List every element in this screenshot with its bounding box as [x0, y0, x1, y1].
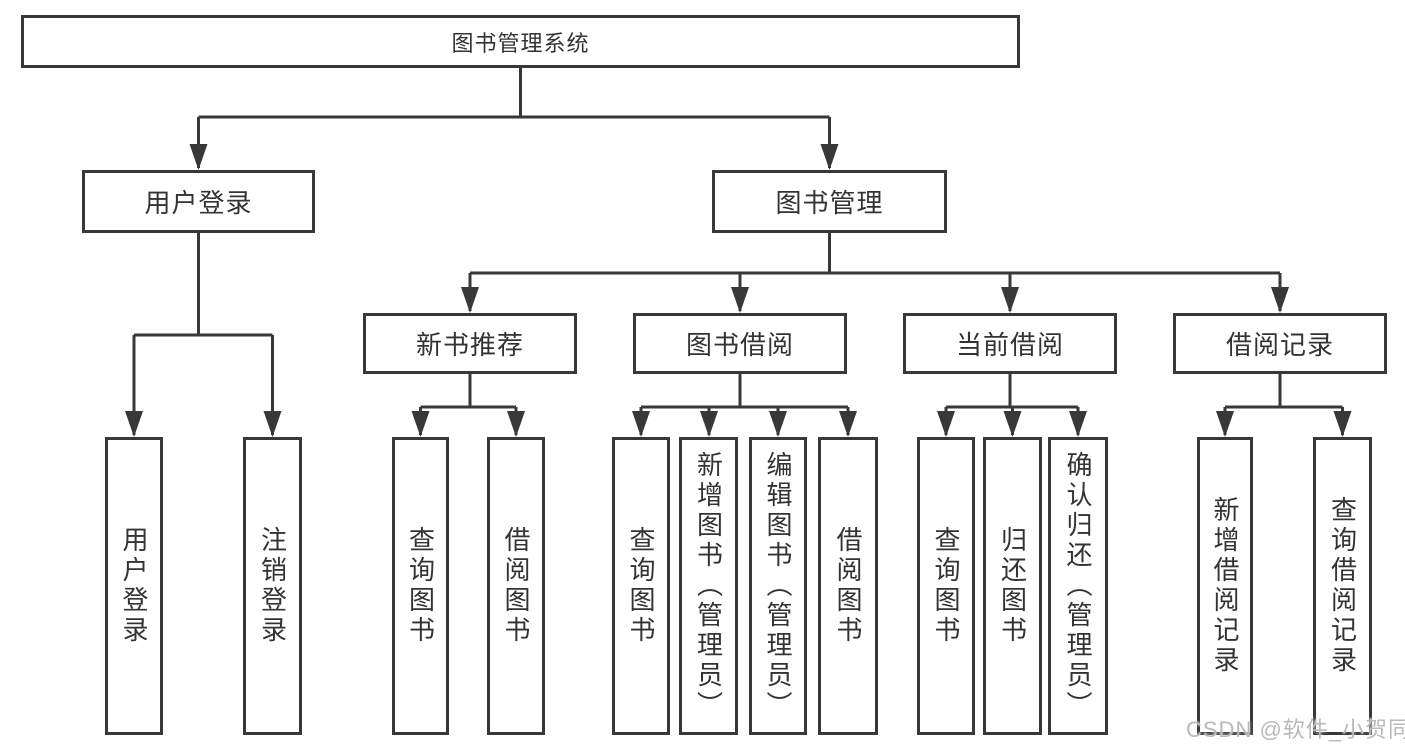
leaf-recommend-query-books-label: 查询图书 — [405, 526, 436, 646]
leaf-recommend-query-books: 查询图书 — [392, 437, 449, 735]
arrow-icon — [632, 411, 650, 437]
node-user-login-label: 用户登录 — [144, 188, 253, 218]
leaf-query-borrow-record-label: 查询借阅记录 — [1327, 496, 1358, 676]
watermark: CSDN @软件_小贺同学 — [1186, 717, 1405, 742]
node-book-borrowing-label: 图书借阅 — [685, 330, 794, 360]
arrow-icon — [1069, 411, 1087, 437]
arrow-icon — [1271, 287, 1289, 313]
leaf-borrowing-query-books: 查询图书 — [612, 437, 670, 735]
node-root: 图书管理系统 — [21, 15, 1020, 68]
leaf-current-query-books: 查询图书 — [917, 437, 975, 735]
leaf-user-login: 用户登录 — [105, 437, 163, 735]
node-new-book-recommend: 新书推荐 — [363, 313, 577, 374]
leaf-add-borrow-record: 新增借阅记录 — [1197, 437, 1253, 735]
leaf-logout: 注销登录 — [243, 437, 302, 735]
leaf-recommend-borrow-books-label: 借阅图书 — [501, 526, 531, 646]
node-borrowing-records-label: 借阅记录 — [1225, 330, 1334, 360]
arrow-icon — [125, 411, 143, 437]
node-new-book-recommend-label: 新书推荐 — [415, 330, 524, 360]
node-current-borrowing-label: 当前借阅 — [955, 330, 1064, 360]
arrowheads — [125, 144, 1352, 437]
leaf-confirm-return-admin-label: 确认归还（管理员） — [1063, 451, 1093, 721]
leaf-edit-books-admin-label: 编辑图书（管理员） — [763, 451, 793, 721]
node-user-login: 用户登录 — [82, 170, 315, 233]
arrow-icon — [700, 411, 718, 437]
node-current-borrowing: 当前借阅 — [903, 313, 1117, 374]
leaf-return-books: 归还图书 — [983, 437, 1042, 735]
arrow-icon — [1216, 411, 1234, 437]
leaf-borrowing-borrow-books-label: 借阅图书 — [833, 526, 863, 646]
node-book-borrowing: 图书借阅 — [633, 313, 847, 374]
leaf-add-borrow-record-label: 新增借阅记录 — [1210, 496, 1240, 676]
arrow-icon — [1001, 287, 1019, 313]
node-book-management-label: 图书管理 — [775, 188, 884, 218]
leaf-borrowing-query-books-label: 查询图书 — [626, 526, 656, 646]
leaf-query-borrow-record: 查询借阅记录 — [1313, 437, 1372, 735]
arrow-icon — [461, 287, 479, 313]
leaf-user-login-label: 用户登录 — [119, 526, 149, 646]
node-borrowing-records: 借阅记录 — [1173, 313, 1387, 374]
node-book-management: 图书管理 — [712, 170, 947, 233]
leaf-current-query-books-label: 查询图书 — [931, 526, 961, 646]
wire-book-mgmt-to-level3 — [468, 233, 1282, 311]
leaf-recommend-borrow-books: 借阅图书 — [487, 437, 545, 735]
leaf-add-books-admin-label: 新增图书（管理员） — [693, 451, 724, 721]
leaf-confirm-return-admin: 确认归还（管理员） — [1048, 437, 1108, 735]
wire-user-login-subtree — [132, 233, 274, 435]
leaf-logout-label: 注销登录 — [257, 526, 288, 646]
wire-records-subtree — [1223, 374, 1344, 435]
wire-recommend-subtree — [419, 374, 518, 435]
leaf-borrowing-borrow-books: 借阅图书 — [818, 437, 878, 735]
arrow-icon — [820, 144, 839, 170]
node-root-label: 图书管理系统 — [451, 30, 590, 56]
leaf-add-books-admin: 新增图书（管理员） — [679, 437, 738, 735]
arrow-icon — [1003, 411, 1022, 437]
arrow-icon — [769, 411, 787, 437]
arrow-icon — [189, 144, 208, 170]
leaf-edit-books-admin: 编辑图书（管理员） — [749, 437, 807, 735]
leaf-return-books-label: 归还图书 — [997, 526, 1028, 646]
wire-root-to-level2 — [197, 68, 831, 168]
arrow-icon — [411, 411, 430, 437]
arrow-icon — [263, 411, 282, 437]
arrow-icon — [1333, 411, 1352, 437]
arrow-icon — [937, 411, 955, 437]
arrow-icon — [507, 411, 525, 437]
wire-borrow-subtree — [639, 374, 850, 435]
arrow-icon — [731, 287, 749, 313]
arrow-icon — [839, 411, 857, 437]
